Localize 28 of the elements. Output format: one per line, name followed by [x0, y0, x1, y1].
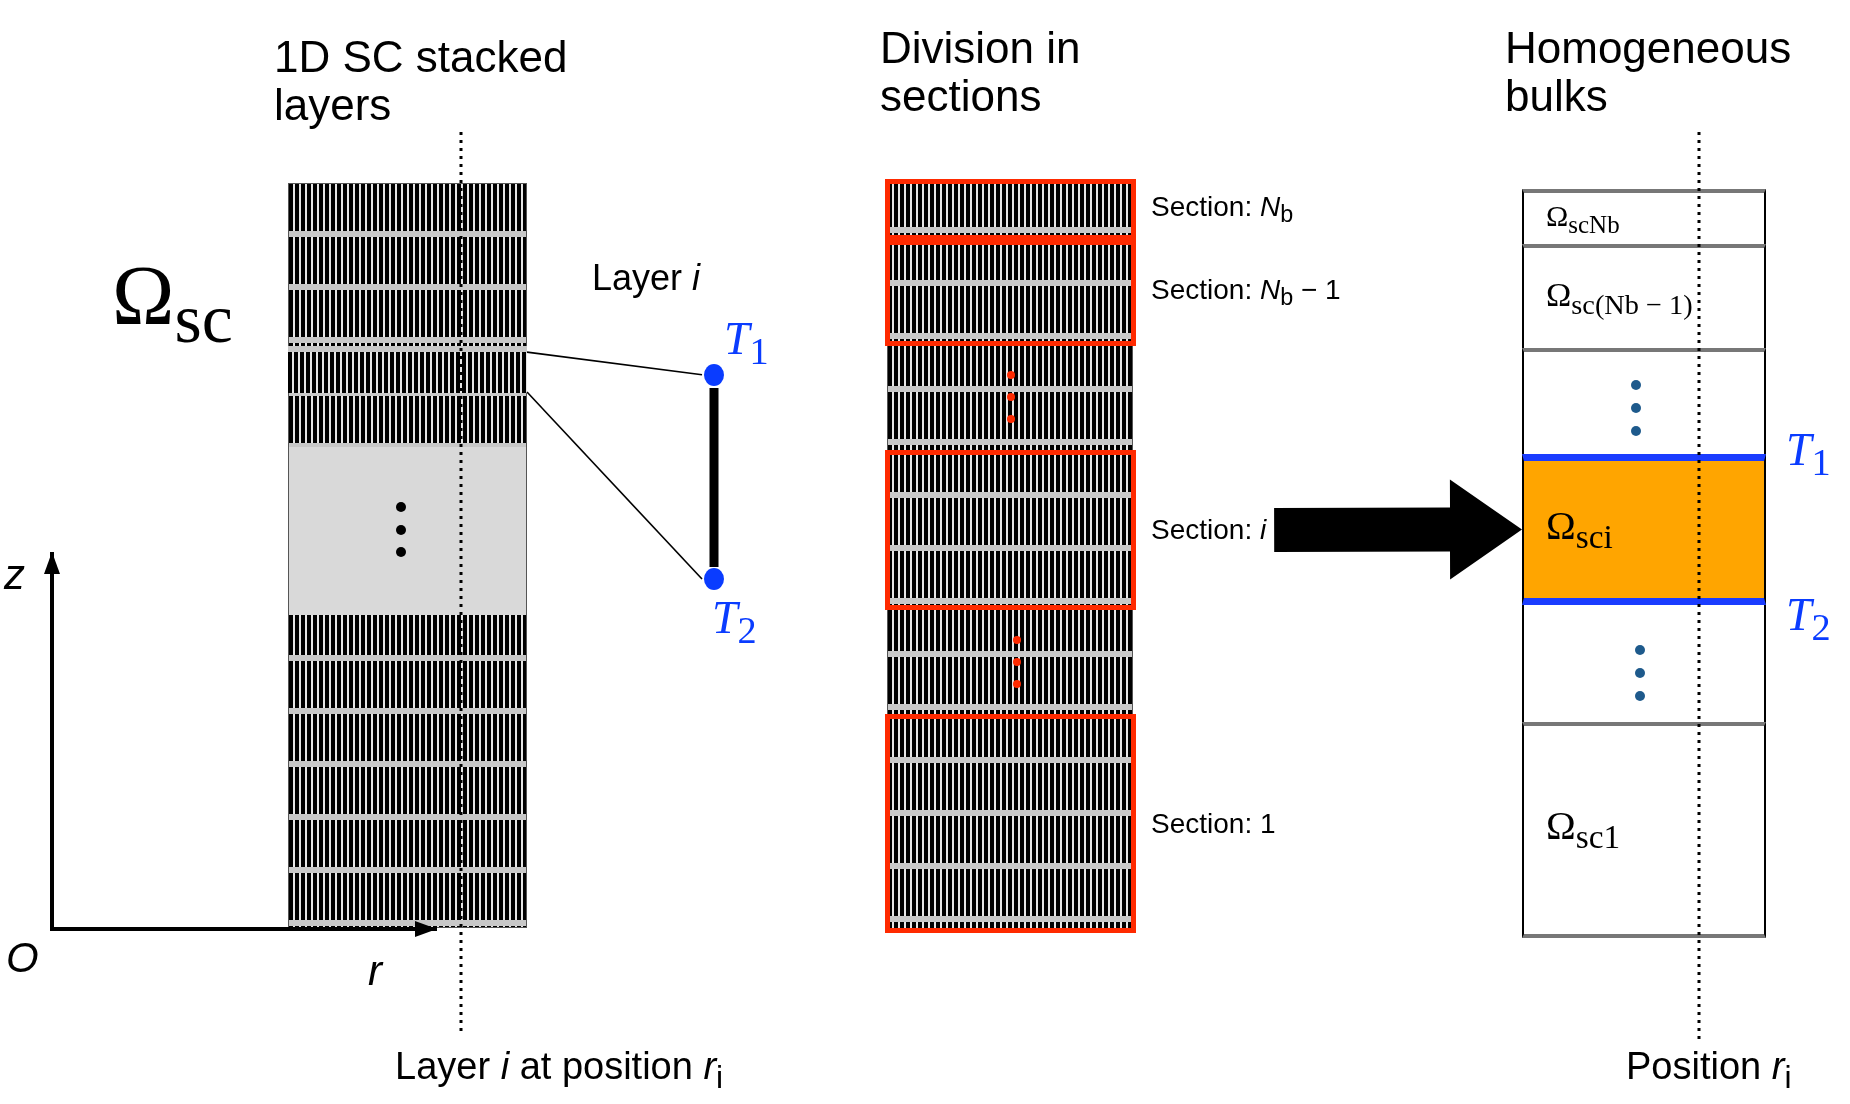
column-heading: Homogeneous bulks — [1505, 24, 1793, 121]
position-caption: Position r$_{i}$ — [1626, 1046, 1792, 1095]
section-label: Section: i — [1151, 514, 1267, 546]
leader-line — [526, 351, 703, 376]
section-label: Section: 1 — [1151, 808, 1276, 839]
region-label: Ω$_{sci}$ — [1546, 503, 1613, 556]
bulk-region — [1522, 244, 1766, 348]
region-label: Ω$_{sc1}$ — [1546, 804, 1621, 856]
axis-label: r — [368, 948, 382, 995]
bulk-region — [1522, 189, 1766, 244]
layer-label: Layer i — [592, 258, 701, 298]
temperature-label: T$_{1}$ — [724, 314, 769, 373]
temperature-label: T$_{1}$ — [1786, 425, 1831, 484]
position-caption: Layer i at position r$_{i}$ — [395, 1046, 724, 1095]
bulk-region — [1522, 722, 1766, 938]
column-heading: Division in sections — [880, 24, 1082, 121]
section-label: Section: N$_{b}$ — [1151, 191, 1294, 228]
temperature-label: T$_{2}$ — [1786, 590, 1831, 649]
origin-label: O — [6, 935, 39, 982]
axis-label: z — [4, 552, 25, 599]
section-label: Section: N$_{b}$ − 1 — [1151, 274, 1341, 312]
connector-bar — [709, 388, 719, 567]
leader-line — [526, 391, 703, 580]
block-arrow — [1274, 479, 1522, 580]
layer-stripe — [288, 346, 527, 393]
domain-label: Ω$_{sc}$ — [112, 250, 233, 357]
column-heading: 1D SC stacked layers — [274, 33, 569, 130]
temperature-label: T$_{2}$ — [712, 593, 757, 652]
